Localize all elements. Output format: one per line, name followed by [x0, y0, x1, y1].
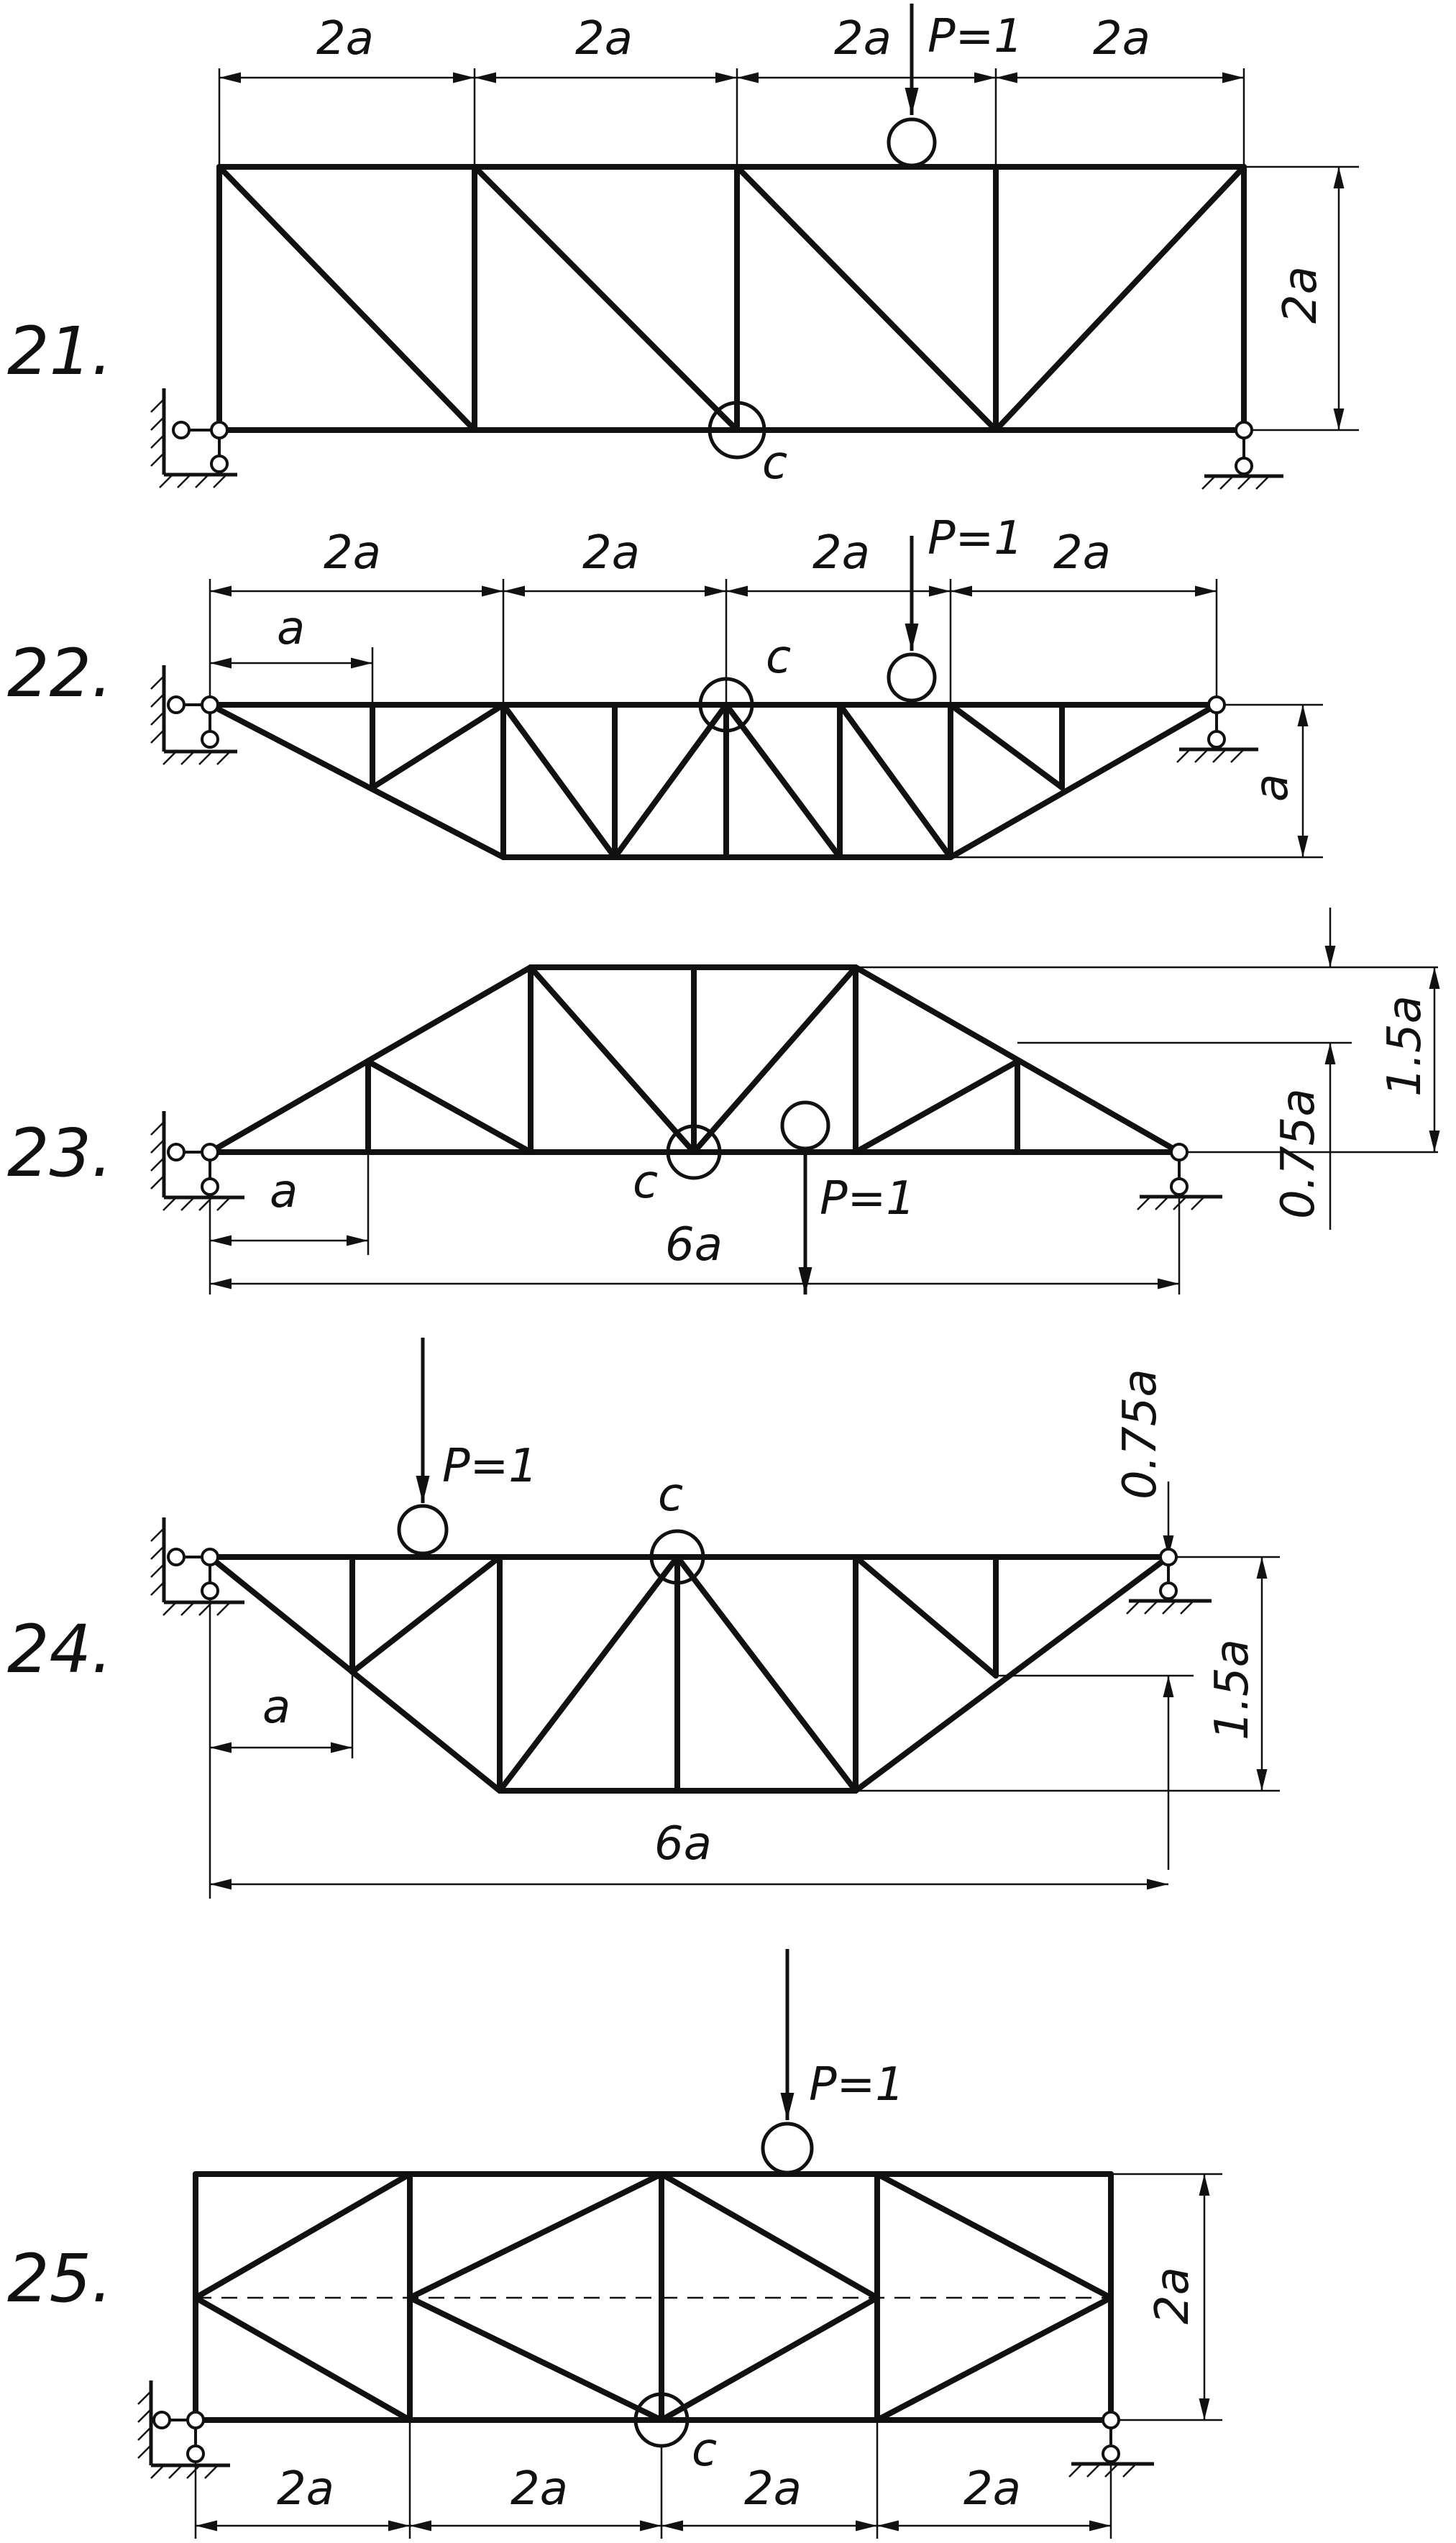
- problem-21: 21. 2a 2a: [7, 4, 1359, 490]
- truss-members: [207, 702, 1219, 860]
- span-label: 2a: [575, 12, 633, 65]
- pin-support-left: [150, 388, 237, 488]
- node-label: c: [658, 1469, 683, 1522]
- load-label: P=1: [928, 10, 1023, 63]
- span-label: 2a: [324, 526, 381, 580]
- node-c-marker: [708, 401, 766, 460]
- span-label: 2a: [316, 12, 374, 65]
- load-arrow: [761, 1949, 814, 2175]
- node-label: c: [766, 631, 791, 684]
- problem-23: 23. a: [7, 908, 1440, 1295]
- pin-support-left: [150, 665, 237, 765]
- panel-label: a: [262, 1681, 290, 1734]
- problem-24: 24. a 6a: [7, 1338, 1280, 1899]
- span-label: 2a: [812, 526, 870, 580]
- truss-members: [207, 1554, 1171, 1794]
- truss-members: [216, 164, 1247, 433]
- load-label: P=1: [809, 2058, 905, 2111]
- node-label: c: [692, 2424, 717, 2477]
- load-arrow: [780, 1100, 830, 1295]
- load-roller: [887, 652, 937, 703]
- height-low-label: 0.75a: [1272, 1088, 1325, 1219]
- pin-support-left: [150, 1517, 244, 1616]
- height-label: 2a: [1146, 2267, 1199, 2324]
- length-label: 6a: [654, 1817, 712, 1871]
- load-roller: [397, 1504, 449, 1556]
- length-label: 6a: [665, 1218, 723, 1272]
- pin-support-left: [150, 1111, 244, 1211]
- problem-number: 23.: [7, 1115, 112, 1192]
- height-high-label: 1.5a: [1206, 1639, 1259, 1740]
- height-label: 2a: [1274, 266, 1327, 324]
- load-arrow: [887, 4, 937, 168]
- span-label: 2a: [1093, 12, 1150, 65]
- load-roller: [887, 117, 937, 168]
- depth-label: a: [1245, 774, 1299, 802]
- load-arrow: [887, 536, 937, 703]
- load-arrow: [397, 1338, 449, 1556]
- node-label: c: [762, 437, 787, 490]
- load-label: P=1: [442, 1440, 538, 1493]
- height-high-label: 1.5a: [1378, 995, 1432, 1097]
- load-roller: [780, 1100, 830, 1151]
- load-label: P=1: [928, 512, 1023, 565]
- problem-number: 24.: [7, 1611, 112, 1688]
- span-label: 2a: [744, 2462, 802, 2516]
- dimension-lines: [194, 2173, 1222, 2539]
- span-label: 2a: [277, 2462, 334, 2516]
- span-label: 2a: [510, 2462, 568, 2516]
- node-c-marker: [666, 1124, 722, 1180]
- roller-support-right: [1126, 1548, 1212, 1615]
- panel-label: a: [270, 1165, 298, 1218]
- problem-25: 25.: [7, 1949, 1222, 2539]
- truss-members: [193, 2171, 1114, 2423]
- roller-support-right: [1068, 2411, 1154, 2478]
- problem-number: 21.: [7, 313, 112, 390]
- dimension-lines: [218, 68, 1359, 432]
- roller-support-right: [1137, 1143, 1222, 1210]
- span-label: 2a: [582, 526, 640, 580]
- problem-number: 25.: [7, 2240, 112, 2317]
- truss-members: [207, 964, 1182, 1155]
- load-roller: [761, 2122, 814, 2175]
- dimension-lines: [209, 1481, 1280, 1899]
- pin-support-left: [137, 2380, 230, 2479]
- roller-support-right: [1201, 421, 1283, 490]
- node-c-marker: [698, 677, 754, 733]
- node-label: c: [633, 1156, 658, 1209]
- roller-support-right: [1176, 695, 1258, 763]
- node-c-marker: [649, 1529, 705, 1585]
- panel-label: a: [277, 602, 305, 655]
- span-label: 2a: [963, 2462, 1021, 2516]
- height-low-label: 0.75a: [1114, 1369, 1167, 1499]
- dimension-lines: [209, 579, 1323, 859]
- problem-22: 22.: [7, 512, 1323, 860]
- span-label: 2a: [1053, 526, 1111, 580]
- problem-number: 22.: [7, 635, 112, 712]
- load-label: P=1: [820, 1172, 915, 1225]
- node-c-marker: [633, 2392, 690, 2448]
- span-label: 2a: [834, 12, 892, 65]
